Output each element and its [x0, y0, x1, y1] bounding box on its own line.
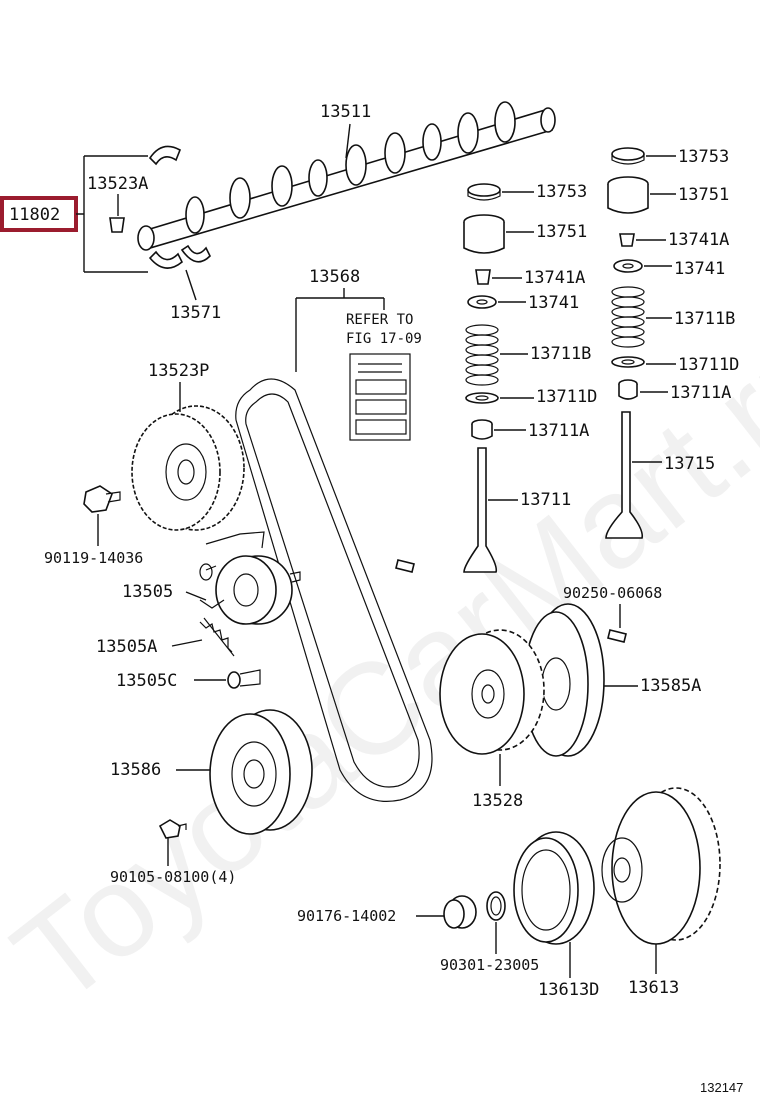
- label-13711A-left[interactable]: 13711A: [528, 421, 589, 441]
- timing-belt[interactable]: [235, 378, 433, 802]
- valve-13715[interactable]: [605, 411, 644, 539]
- label-13586[interactable]: 13586: [110, 760, 161, 780]
- label-90119-14036[interactable]: 90119-14036: [44, 549, 143, 567]
- seat-13711D-right[interactable]: [611, 356, 645, 368]
- belt-tensioner[interactable]: [199, 531, 301, 625]
- label-13613D[interactable]: 13613D: [538, 980, 599, 1000]
- label-13711D-left[interactable]: 13711D: [536, 387, 597, 407]
- tensioner-bolt[interactable]: [227, 669, 261, 689]
- label-90250-06068[interactable]: 90250-06068: [563, 584, 662, 602]
- crank-pulley-bolt[interactable]: [158, 819, 187, 839]
- label-13585A[interactable]: 13585A: [640, 676, 701, 696]
- label-13711B-right[interactable]: 13711B: [674, 309, 735, 329]
- label-13505C[interactable]: 13505C: [116, 671, 177, 691]
- label-13505A[interactable]: 13505A: [96, 637, 157, 657]
- label-13715[interactable]: 13715: [664, 454, 715, 474]
- tensioner-spring[interactable]: [199, 617, 235, 657]
- lifter-13751-left[interactable]: [463, 214, 505, 254]
- label-13523P[interactable]: 13523P: [148, 361, 209, 381]
- label-11802[interactable]: 11802: [9, 205, 60, 225]
- label-13711[interactable]: 13711: [520, 490, 571, 510]
- crankshaft-pulley[interactable]: [209, 709, 313, 835]
- label-90176-14002[interactable]: 90176-14002: [297, 907, 396, 925]
- label-13528[interactable]: 13528: [472, 791, 523, 811]
- label-13505[interactable]: 13505: [122, 582, 173, 602]
- label-90301-23005[interactable]: 90301-23005: [440, 956, 539, 974]
- flywheel-13613[interactable]: [601, 787, 721, 945]
- retainer-13741-left[interactable]: [467, 295, 497, 309]
- crankshaft-timing-pulley[interactable]: [439, 629, 545, 755]
- cam-bearing-upper[interactable]: [148, 145, 182, 166]
- damper-ring-13613D[interactable]: [513, 831, 595, 945]
- reference-figure-icon[interactable]: [349, 353, 411, 441]
- keeper-13741A-left[interactable]: [475, 269, 491, 285]
- label-13511[interactable]: 13511: [320, 102, 371, 122]
- valve-13711[interactable]: [463, 447, 498, 573]
- shim-13753-right[interactable]: [611, 147, 645, 165]
- note-line-2: FIG 17-09: [346, 331, 422, 347]
- label-13741-right[interactable]: 13741: [674, 259, 725, 279]
- label-13753-right[interactable]: 13753: [678, 147, 729, 167]
- label-13571[interactable]: 13571: [170, 303, 221, 323]
- label-13711D-right[interactable]: 13711D: [678, 355, 739, 375]
- note-line-1: REFER TO: [346, 312, 413, 328]
- label-13711B-left[interactable]: 13711B: [530, 344, 591, 364]
- label-13711A-right[interactable]: 13711A: [670, 383, 731, 403]
- lifter-13751-right[interactable]: [607, 176, 649, 214]
- oil-seal-90301[interactable]: [486, 891, 506, 921]
- label-13751-right[interactable]: 13751: [678, 185, 729, 205]
- cam-bearing-lower[interactable]: [148, 244, 211, 269]
- label-13751-left[interactable]: 13751: [536, 222, 587, 242]
- label-90105-08100[interactable]: 90105-08100(4): [110, 868, 236, 886]
- keeper-13741A-right[interactable]: [619, 233, 635, 247]
- belt-dowel-pin[interactable]: [395, 559, 415, 573]
- shim-13753-left[interactable]: [467, 183, 501, 201]
- seal-13711A-right[interactable]: [618, 379, 638, 400]
- dowel-pin-90250[interactable]: [607, 629, 627, 643]
- label-13753-left[interactable]: 13753: [536, 182, 587, 202]
- spring-13711B-right[interactable]: [611, 286, 645, 348]
- seal-13711A-left[interactable]: [471, 419, 493, 440]
- pulley-bolt[interactable]: [83, 485, 121, 513]
- camshaft-timing-pulley[interactable]: [131, 405, 245, 531]
- label-13741A-left[interactable]: 13741A: [524, 268, 585, 288]
- camshaft-drawing[interactable]: [137, 101, 556, 251]
- seat-13711D-left[interactable]: [465, 392, 499, 404]
- woodruff-key[interactable]: [109, 217, 125, 233]
- retainer-13741-right[interactable]: [613, 259, 643, 273]
- label-13613[interactable]: 13613: [628, 978, 679, 998]
- label-13568[interactable]: 13568: [309, 267, 360, 287]
- crank-washer-90176[interactable]: [443, 895, 477, 929]
- label-13523A[interactable]: 13523A: [87, 174, 148, 194]
- spring-13711B-left[interactable]: [465, 324, 499, 386]
- figure-id: 132147: [700, 1080, 743, 1095]
- label-13741A-right[interactable]: 13741A: [668, 230, 729, 250]
- label-13741-left[interactable]: 13741: [528, 293, 579, 313]
